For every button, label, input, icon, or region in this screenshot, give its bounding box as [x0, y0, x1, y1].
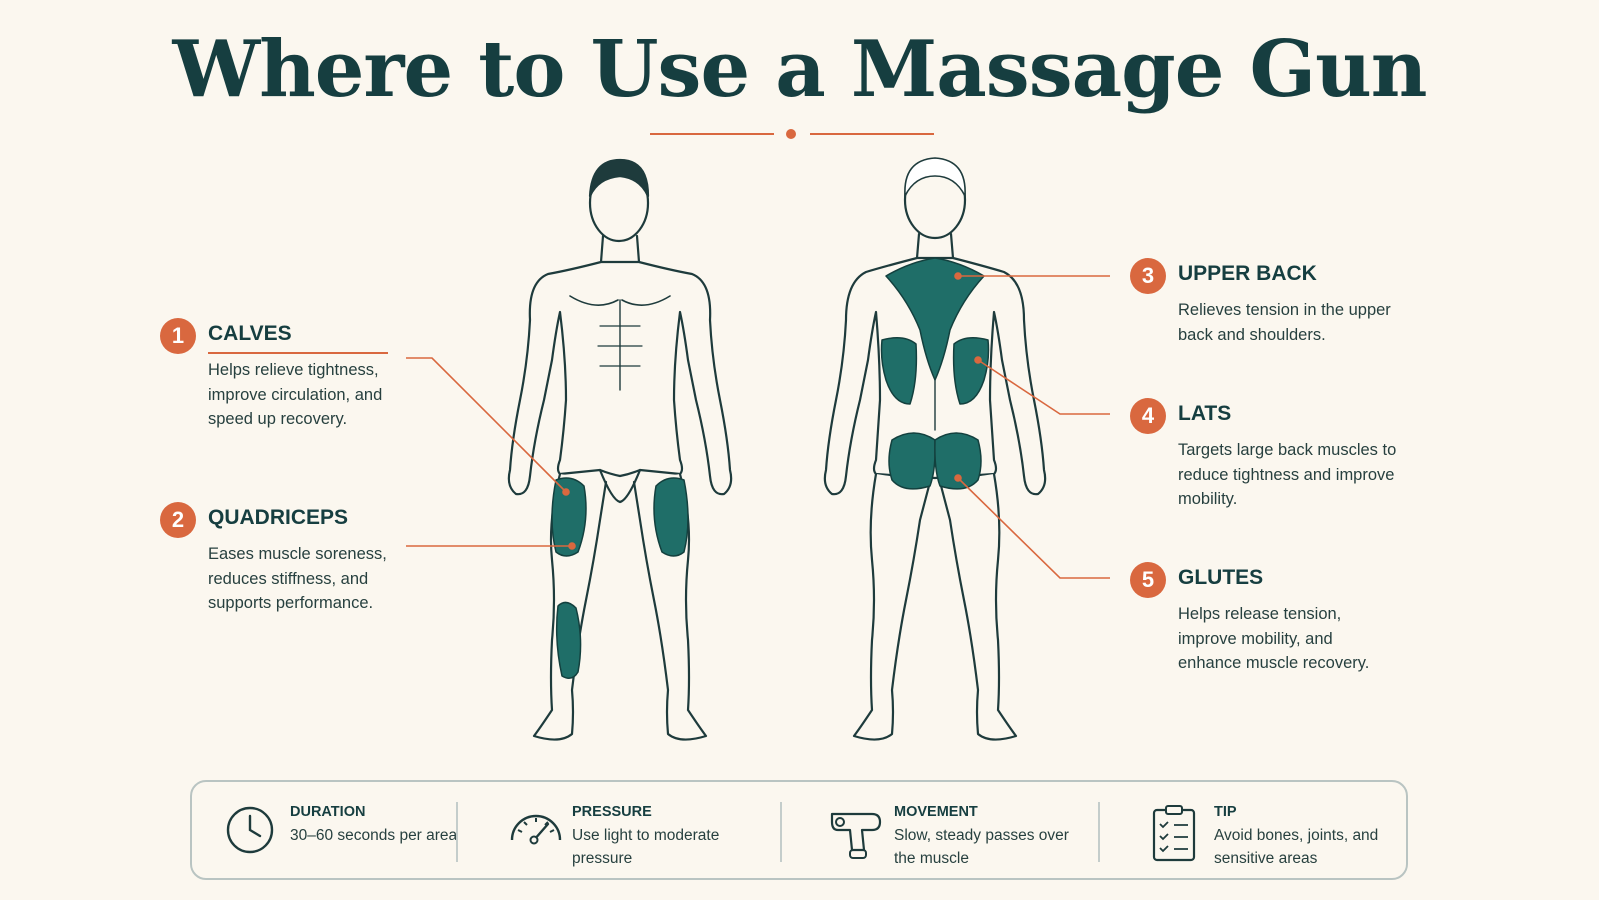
gauge-icon	[510, 814, 562, 845]
tip-separator	[780, 802, 782, 862]
tip-separator	[1098, 802, 1100, 862]
callout-description: Helps release tension, improve mobility,…	[1178, 605, 1370, 672]
tip-text: Use light to moderate pressure	[572, 827, 720, 867]
tip-text: Slow, steady passes over the muscle	[894, 827, 1069, 867]
tip-label: MOVEMENT	[894, 804, 978, 820]
tips-bar: DURATION 30–60 seconds per area PRESSURE…	[190, 780, 1408, 880]
number-badge: 2	[160, 502, 196, 538]
back-body-figure	[823, 157, 1047, 741]
tip-duration: DURATION 30–60 seconds per area	[224, 782, 457, 882]
leader-line-calves	[406, 357, 567, 493]
body-illustrations	[406, 157, 1110, 741]
tip-text: 30–60 seconds per area	[290, 827, 458, 844]
heading-underline	[208, 352, 388, 354]
leader-lines	[406, 272, 1110, 579]
page-title: Where to Use a Massage Gun	[172, 24, 1427, 115]
clock-icon	[226, 806, 274, 854]
number-badge: 1	[160, 318, 196, 354]
callout-description: Targets large back muscles to reduce tig…	[1178, 441, 1397, 508]
tip-pressure: PRESSURE Use light to moderate pressure	[506, 782, 746, 882]
callout-description: Relieves tension in the upper back and s…	[1178, 301, 1391, 344]
tip-label: TIP	[1214, 804, 1237, 820]
tip-label: PRESSURE	[572, 804, 652, 820]
callout-heading: CALVES	[208, 322, 292, 345]
callout-description: Helps relieve tightness, improve circula…	[208, 361, 383, 428]
number-badge: 3	[1130, 258, 1166, 294]
tip-text: Avoid bones, joints, and sensitive areas	[1214, 827, 1379, 867]
leader-line-lats	[977, 359, 1110, 415]
leader-line-glutes	[957, 477, 1110, 579]
tip-tip: TIP Avoid bones, joints, and sensitive a…	[1148, 782, 1388, 882]
front-body-figure	[507, 158, 733, 741]
callout-description: Eases muscle soreness, reduces stiffness…	[208, 545, 387, 612]
title-divider	[650, 128, 934, 140]
massage-gun-icon	[830, 812, 882, 859]
tip-movement: MOVEMENT Slow, steady passes over the mu…	[828, 782, 1069, 882]
callout-heading: QUADRICEPS	[208, 506, 349, 529]
tip-label: DURATION	[290, 804, 366, 820]
callout-heading: LATS	[1178, 402, 1232, 425]
clipboard-checklist-icon	[1152, 805, 1196, 862]
callout-heading: GLUTES	[1178, 566, 1264, 589]
number-badge: 4	[1130, 398, 1166, 434]
number-badge: 5	[1130, 562, 1166, 598]
tip-separator	[456, 802, 458, 862]
callout-heading: UPPER BACK	[1178, 262, 1317, 285]
